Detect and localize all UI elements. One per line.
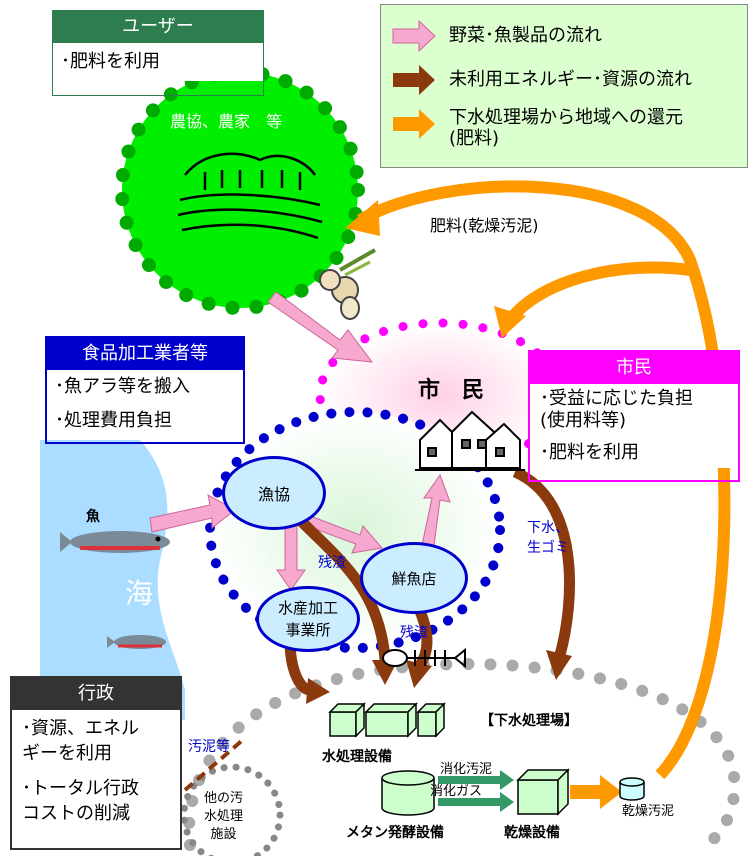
node-suisan: 水産加工 事業所 — [256, 586, 360, 652]
farm-field-icon — [177, 152, 323, 240]
houses-icon — [415, 410, 525, 471]
orange-return-flow — [357, 180, 731, 780]
legend: 野菜･魚製品の流れ 未利用エネルギー･資源の流れ 下水処理場から地域への還元 (… — [380, 4, 748, 168]
water-treatment-label: 水処理設備 — [322, 749, 392, 765]
node-gyokyo: 漁協 — [222, 456, 326, 530]
sea-label: 海 — [125, 577, 154, 610]
users-box: ユーザー ･肥料を利用 — [52, 10, 264, 96]
food-industry-item-2: ･処理費用負担 — [55, 410, 172, 431]
sewage-label: 下水、 生ゴミ — [527, 520, 569, 556]
digested-sludge-label: 消化汚泥 — [440, 762, 493, 777]
fertilizer-label: 肥料(乾燥汚泥) — [430, 216, 539, 235]
brown-arrowhead-4 — [546, 650, 572, 680]
citizens-item-2: ･肥料を利用 — [540, 442, 639, 463]
plant-title: 【下水処理場】 — [480, 713, 578, 729]
fish-bone-icon — [382, 647, 466, 669]
legend-arrow-pink — [392, 19, 436, 53]
admin-item-2: ･トータル行政 コストの削減 — [22, 778, 139, 824]
brown-flow-gyokyo — [296, 516, 391, 661]
sludge-label: 汚泥等 — [188, 739, 230, 755]
legend-arrow-orange — [393, 109, 435, 139]
residue-label-2: 残渣 — [400, 625, 428, 641]
fish-icon-small — [107, 635, 166, 649]
citizens-box: 市民 ･受益に応じた負担 (使用料等) ･肥料を利用 — [528, 350, 740, 482]
brown-arrowhead-2 — [306, 678, 330, 704]
green-arrow-digested-sludge — [438, 770, 514, 790]
food-industry-box: 食品加工業者等 ･魚アラ等を搬入 ･処理費用負担 — [45, 336, 245, 444]
farm-label: 農協、農家 等 — [170, 112, 283, 131]
green-arrow-digested-gas — [438, 792, 514, 812]
brown-dashed-sludge — [183, 736, 247, 792]
legend-label-resources: 未利用エネルギー･資源の流れ — [449, 69, 692, 90]
digested-gas-label: 消化ガス — [430, 784, 483, 799]
dryer-icon — [516, 768, 570, 816]
users-title: ユーザー — [53, 11, 263, 43]
water-treatment-icon — [328, 702, 446, 738]
pink-arrow-fish-gyokyo — [149, 494, 236, 533]
legend-item-products: 野菜･魚製品の流れ — [391, 19, 602, 53]
node-sengyo-label: 鮮魚店 — [391, 569, 437, 588]
brown-flow-citizens — [512, 466, 575, 657]
methane-tank-icon — [381, 770, 435, 816]
orange-arrowhead-citizens — [494, 306, 526, 338]
fish-label: 魚 — [86, 509, 100, 525]
pink-arrow-gyokyo-suisan — [276, 519, 306, 591]
node-gyokyo-label: 漁協 — [257, 485, 290, 504]
residue-label-1: 残渣 — [318, 555, 346, 571]
methane-label: メタン発酵設備 — [346, 825, 444, 841]
vegetables-icon — [319, 248, 376, 320]
legend-label-products: 野菜･魚製品の流れ — [449, 25, 602, 46]
sea-shape — [40, 440, 185, 720]
citizens-title: 市民 — [530, 352, 738, 384]
users-item: ･肥料を利用 — [53, 43, 263, 81]
legend-item-resources: 未利用エネルギー･資源の流れ — [391, 63, 692, 97]
other-facility-area — [180, 763, 284, 856]
pink-arrow-farm-citizens — [267, 291, 374, 363]
citizens-item-1: ･受益に応じた負担 (使用料等) — [540, 388, 693, 431]
orange-return-flow-citizens — [505, 261, 691, 324]
other-facility-label: 他の汚 水処理 施設 — [204, 791, 244, 842]
citizens-area-label: 市 民 — [418, 378, 485, 403]
admin-box: 行政 ･資源、エネル ギーを利用 ･トータル行政 コストの削減 — [10, 676, 182, 850]
orange-arrow-dryer — [570, 775, 622, 809]
node-sengyo: 鮮魚店 — [360, 542, 468, 614]
food-industry-item-1: ･魚アラ等を搬入 — [55, 376, 190, 397]
plant-area — [183, 658, 741, 851]
orange-arrowhead-farm — [345, 200, 380, 236]
dryer-label: 乾燥設備 — [504, 825, 560, 841]
legend-arrow-brown — [393, 65, 435, 95]
food-industry-title: 食品加工業者等 — [47, 338, 243, 370]
dried-sludge-icon — [619, 777, 645, 801]
pink-arrow-sengyo-citizens — [421, 473, 451, 546]
node-suisan-label: 水産加工 事業所 — [277, 599, 338, 639]
admin-title: 行政 — [12, 678, 180, 710]
dried-sludge-label: 乾燥汚泥 — [622, 804, 675, 819]
fish-icon-large — [60, 531, 170, 553]
legend-label-return: 下水処理場から地域への還元 — [449, 107, 683, 128]
legend-label-return-sub: (肥料) — [449, 128, 500, 149]
brown-arrowhead-3 — [406, 660, 432, 688]
admin-item-1: ･資源、エネル ギーを利用 — [22, 718, 139, 764]
legend-item-return: 下水処理場から地域への還元 (肥料) — [391, 107, 683, 149]
